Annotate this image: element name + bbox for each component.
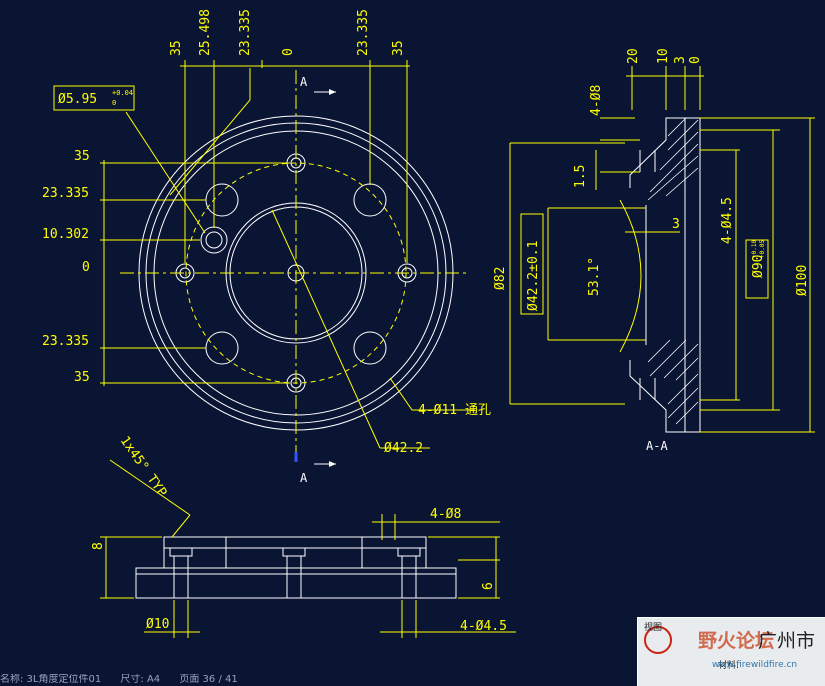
front-left-dim-5: 23.335 [42,334,89,349]
front-top-dim-6: 35 [391,40,406,56]
front-left-dim-2: 23.335 [42,186,89,201]
section-gap-label: 3 [672,217,680,232]
pcd-label: Ø42.2 [384,441,423,456]
bottom-dia-label: Ø10 [146,617,169,632]
section-outer-right-label: Ø100 [795,265,810,296]
boss-tol-sub: +0.05 [759,240,766,258]
front-top-dim-3: 23.335 [238,9,253,56]
bore-tol-box [520,213,544,315]
section-top-dim-2: 10 [656,48,671,64]
status-page: 页面 36 / 41 [179,674,238,685]
front-top-dim-2: 25.498 [198,9,213,56]
seal-icon [644,626,672,654]
bottom-cbore-label: 4-Ø8 [430,507,461,522]
status-size: 尺寸: A4 [120,674,161,685]
section-depth-label: 1.5 [573,165,588,188]
bottom-dimlines [100,459,516,638]
front-top-dim-4: 0 [281,48,296,56]
section-outer-left-label: Ø82 [493,267,508,290]
watermark: 野火论坛 [698,630,775,652]
svg-text:A: A [300,471,308,485]
boss-tol-sup: +0.10 [751,240,758,258]
title-block: 视图 材料: 野火论坛 广州市 www.firewildfire.cn [637,617,825,686]
section-top-dim-3: 3 [673,56,688,64]
svg-text:A: A [300,75,308,89]
section-marker-top: A A [294,75,336,485]
section-view [629,117,701,433]
front-left-dim-4: 0 [82,260,90,275]
section-title: A-A [646,439,668,453]
front-top-dim-1: 35 [169,40,184,56]
city-label: 广州市 [758,630,816,652]
bolt-holes-label: 4-Ø11 通孔 [418,403,491,418]
bottom-view [135,536,457,599]
front-left-dim-3: 10.302 [42,227,89,242]
status-name: 名称: 3L角度定位件01 [0,674,102,685]
section-hatching [647,117,699,425]
bottom-height-right: 6 [481,582,496,590]
section-top-dim-1: 20 [626,48,641,64]
section-holes-label: 4-Ø4.5 [720,197,735,244]
front-view-centerlines [100,60,475,460]
watermark-url: www.firewildfire.cn [712,660,798,670]
status-bar: 名称: 3L角度定位件01 尺寸: A4 页面 36 / 41 [0,674,254,685]
section-dimlines [509,66,815,433]
hole-tolerance-label: Ø5.95 [58,92,97,107]
bottom-hole-label: 4-Ø4.5 [460,619,507,634]
front-left-dim-1: 35 [74,149,90,164]
bottom-height-left: 8 [91,542,106,550]
section-bore-label: Ø42.2±0.1 [526,241,541,311]
front-top-dim-5: 23.335 [356,9,371,56]
chamfer-label: 1x45° TYP [117,434,170,500]
material-label: 材料: [718,661,740,671]
section-cbore-label: 4-Ø8 [589,85,604,116]
boss-tol-box [745,239,769,299]
hole-tol-sub: 0 [112,99,116,107]
hole-tol-sup: +0.04 [112,89,133,97]
front-left-dim-6: 35 [74,370,90,385]
section-boss-label: Ø90 [751,255,766,278]
section-angle-label: 53.1° [587,257,602,296]
tolerance-box [53,85,135,111]
section-top-dim-4: 0 [688,56,703,64]
view-label: 视图 [644,623,663,633]
